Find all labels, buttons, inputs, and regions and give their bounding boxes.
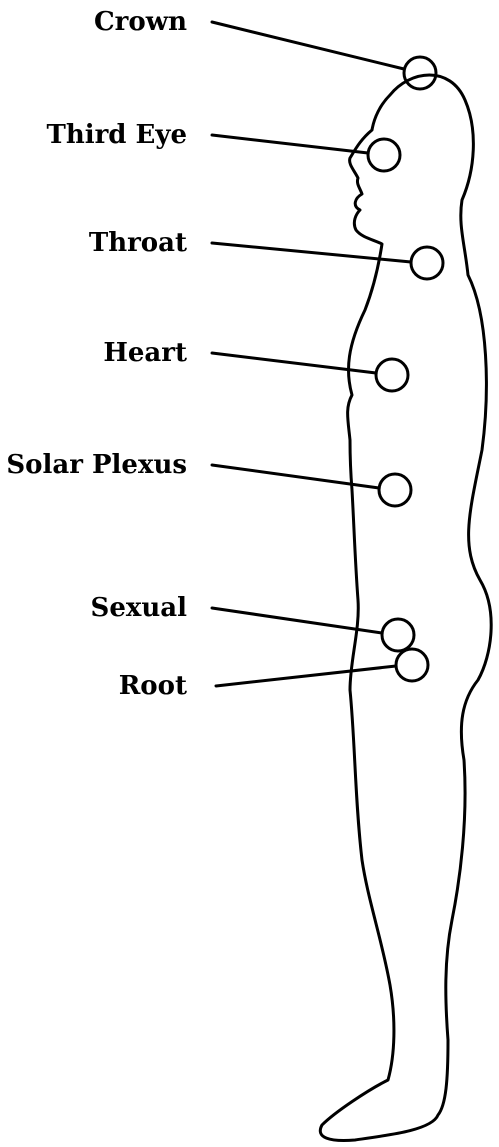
- root-leader-line: [216, 666, 396, 686]
- heart-chakra-circle: [376, 359, 408, 391]
- third-eye-leader-line: [212, 135, 368, 153]
- heart-label: Heart: [103, 338, 187, 368]
- third-eye-chakra-circle: [368, 139, 400, 171]
- sexual-label: Sexual: [91, 593, 187, 623]
- heart-leader-line: [212, 353, 376, 373]
- solar-plexus-chakra-circle: [379, 474, 411, 506]
- third-eye-label: Third Eye: [46, 120, 187, 150]
- crown-label: Crown: [94, 7, 187, 37]
- root-label: Root: [119, 671, 187, 701]
- solar-plexus-leader-line: [212, 465, 379, 488]
- solar-plexus-label: Solar Plexus: [6, 450, 187, 480]
- sexual-chakra-circle: [382, 619, 414, 651]
- throat-label: Throat: [89, 228, 187, 258]
- crown-chakra-circle: [404, 57, 436, 89]
- body-silhouette: [320, 75, 491, 1140]
- throat-chakra-circle: [411, 247, 443, 279]
- root-chakra-circle: [396, 649, 428, 681]
- crown-leader-line: [212, 22, 404, 69]
